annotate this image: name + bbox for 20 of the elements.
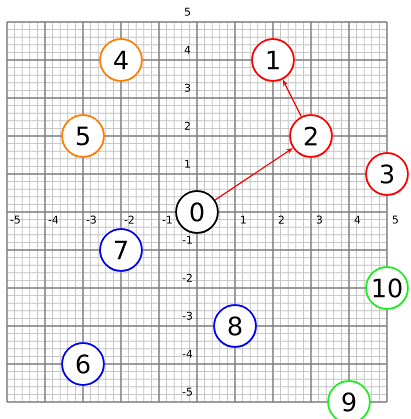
tick-label: 2 bbox=[184, 122, 190, 130]
tick-label: -5 bbox=[182, 388, 192, 396]
tick-label: -3 bbox=[182, 312, 192, 320]
tick-label: -4 bbox=[48, 216, 58, 224]
tick-label: 1 bbox=[241, 216, 246, 224]
tick-label: 4 bbox=[354, 216, 360, 224]
tick-label: -5 bbox=[10, 216, 20, 224]
tick-label: 3 bbox=[184, 84, 190, 92]
node-label: 10 bbox=[374, 278, 402, 298]
node-label: 3 bbox=[380, 164, 394, 184]
tick-label: -1 bbox=[162, 216, 172, 224]
tick-label: 5 bbox=[392, 216, 398, 224]
tick-label: -3 bbox=[86, 216, 96, 224]
tick-label: 3 bbox=[316, 216, 322, 224]
tick-label: 1 bbox=[185, 160, 190, 168]
tick-label: -4 bbox=[182, 350, 192, 358]
tick-label: 5 bbox=[184, 8, 190, 16]
tick-label: 2 bbox=[278, 216, 284, 224]
tick-label: 4 bbox=[184, 46, 190, 54]
tick-label: -2 bbox=[182, 274, 192, 282]
